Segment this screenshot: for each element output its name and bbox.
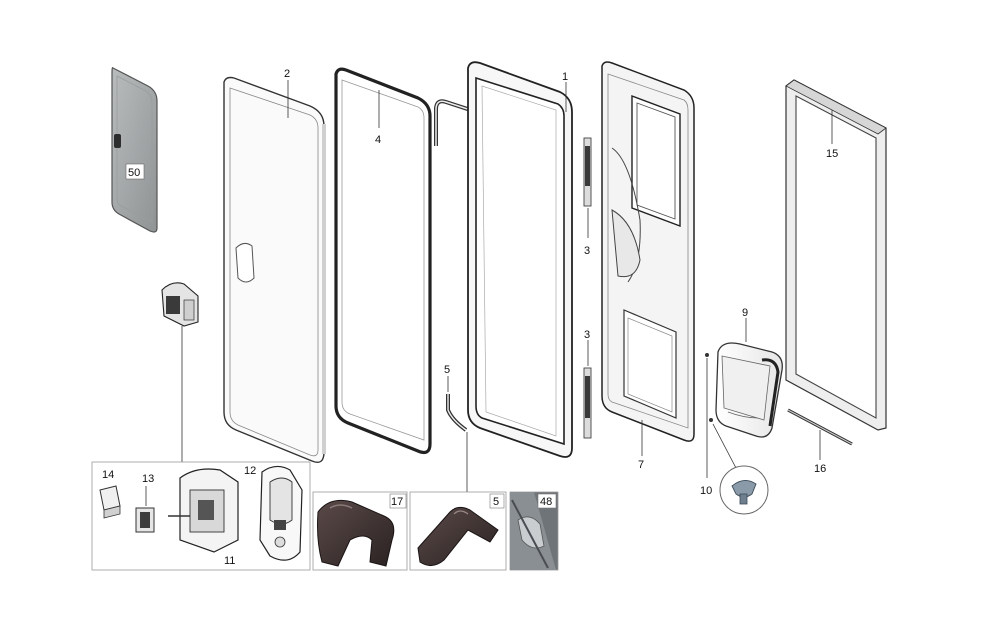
part-label-2: 2 (284, 68, 290, 80)
part-17-seal-profile (317, 499, 395, 567)
part-50-window-panel (111, 67, 158, 233)
label-box-48 (537, 493, 557, 509)
part-label-11: 11 (224, 555, 235, 567)
part-label-4: 4 (375, 134, 381, 146)
part-4-gasket-frame (334, 67, 432, 455)
part-label-3b: 3 (584, 329, 590, 341)
part-9-bin (715, 342, 783, 438)
part-3-upper-hinge (583, 137, 592, 207)
label-box-50 (125, 163, 145, 180)
part-1-door-frame (467, 61, 573, 458)
part-label-1: 1 (562, 71, 568, 83)
part-16-bottom-strip (787, 408, 853, 446)
part-12-handle-cover (259, 465, 303, 561)
part-label-5c: 5 (493, 496, 499, 508)
part-10-screw (705, 353, 769, 515)
label-box-5 (489, 493, 505, 509)
part-3-lower-hinge (583, 367, 592, 439)
part-label-12: 12 (244, 465, 256, 477)
part-11-lock-body (168, 468, 239, 553)
part-label-5b: 5 (444, 364, 450, 376)
part-label-16: 16 (814, 463, 826, 475)
part-5-lower-seal (446, 394, 468, 432)
part-label-50: 50 (128, 167, 140, 179)
part-label-10: 10 (700, 485, 712, 497)
part-2-door-panel (223, 76, 326, 464)
part-label-15: 15 (826, 148, 838, 160)
part-label-48: 48 (540, 496, 552, 508)
part-5-seal-profile (417, 506, 499, 566)
part-14-clip (99, 485, 121, 519)
part-label-9: 9 (742, 307, 748, 319)
lock-assembly (161, 282, 199, 327)
part-15-outer-frame (785, 79, 887, 431)
part-48-detail-photo (510, 492, 556, 570)
part-label-7: 7 (638, 459, 644, 471)
part-7-inner-panel (601, 61, 695, 442)
part-label-14: 14 (102, 469, 114, 481)
part-label-17: 17 (391, 496, 403, 508)
part-label-3a: 3 (584, 245, 590, 257)
part-label-13: 13 (142, 473, 154, 485)
part-13-bracket (135, 486, 155, 533)
label-box-17 (389, 493, 407, 509)
